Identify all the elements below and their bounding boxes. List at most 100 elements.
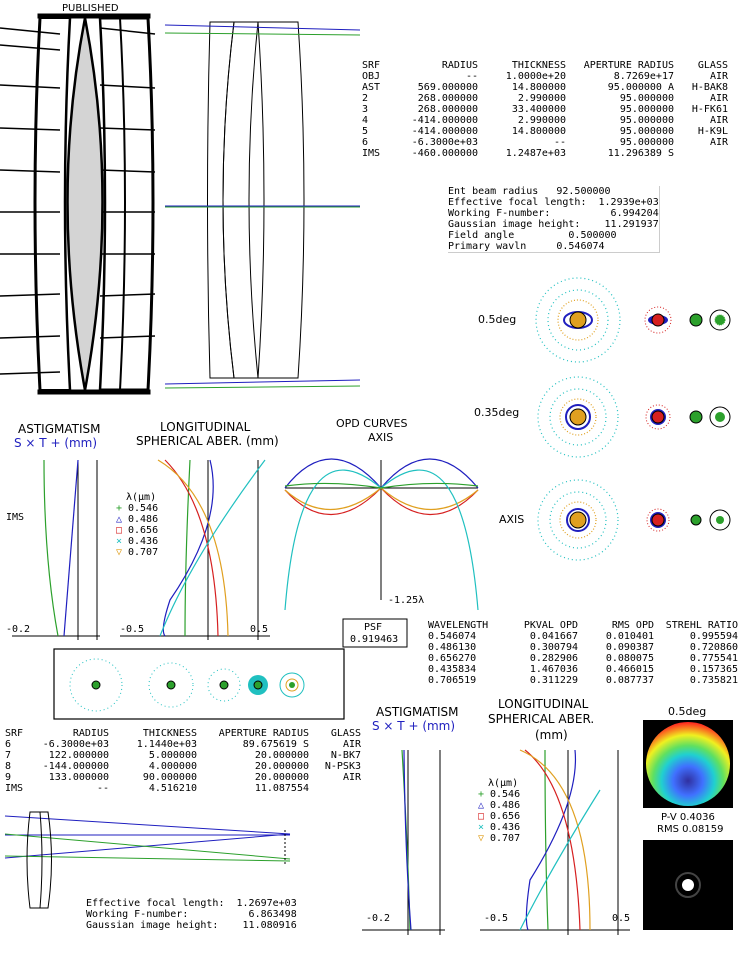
cell-pkval: 0.282906 [529,653,578,664]
legend-wavelength: 0.546 [490,789,521,800]
legend-wavelength: 0.656 [490,811,521,822]
lsa1-subtitle: SPHERICAL ABER. (mm) [136,434,279,448]
col-thickness: THICKNESS [142,728,197,739]
cell-radius: -460.000000 [411,148,478,159]
cell-thickness: 1.1440e+03 [136,739,197,750]
lsa2-tick-left: -0.5 [484,913,509,924]
spec-line: Field angle 0.500000 [448,230,617,241]
col-glass: GLASS [697,60,728,71]
cell-radius: -414.000000 [411,115,478,126]
cell-glass [674,148,728,159]
cell-strehl: 0.995594 [689,631,738,642]
wavefront-rms: RMS 0.08159 [657,824,724,835]
psf-image [643,840,733,930]
lens-assembly-drawing [0,13,156,395]
cell-glass: AIR [709,93,728,104]
cell-srf: 4 [362,115,369,126]
legend-wavelength: 0.486 [128,514,159,525]
cell-pkval: 1.467036 [529,664,578,675]
spec-line: Working F-number: 6.994204 [448,208,659,219]
astig2-title: ASTIGMATISM [376,705,459,719]
astig1-subtitle: S × T + (mm) [14,436,98,450]
col-pkval: PKVAL OPD [523,620,578,631]
lsa2-unit: (mm) [535,728,568,742]
opd-scale: -1.25λ [388,595,425,606]
cell-glass: AIR [342,772,361,783]
cell-thickness: 1.2487e+03 [505,148,566,159]
cell-strehl: 0.720860 [689,642,738,653]
legend-wavelength: 0.656 [128,525,159,536]
cell-srf: AST [362,82,381,93]
cell-aperture: 95.000000 [619,115,674,126]
lens-wireframe [164,21,361,389]
legend-wavelength: 0.486 [490,800,521,811]
cell-aperture: 11.296389 S [607,148,674,159]
cell-wavelength: 0.656270 [428,653,477,664]
wavefront-map [643,720,733,808]
cell-aperture: 95.000000 [619,126,674,137]
cell-srf: 8 [5,761,12,772]
col-thickness: THICKNESS [511,60,566,71]
lsa1-tick-right: 0.5 [250,624,269,635]
cell-rms: 0.010401 [605,631,654,642]
psf-label: PSF [364,622,383,633]
top-specs-box: Ent beam radius 92.500000 Effective foca… [448,186,660,253]
legend-wavelength: 0.436 [128,536,159,547]
cell-rms: 0.087737 [605,675,654,686]
legend-title: λ(μm) [488,778,519,789]
astigmatism-plot-2 [362,749,445,935]
spot-field-label: 0.5deg [478,313,517,326]
col-glass: GLASS [330,728,361,739]
cell-srf: OBJ [362,71,381,82]
lsa2-tick-right: 0.5 [612,913,631,924]
lsa1-tick-left: -0.5 [120,624,145,635]
legend-marker-icon: ▽ [478,833,485,844]
cell-glass: H-BAK8 [691,82,728,93]
cell-radius: 122.000000 [48,750,109,761]
col-radius: RADIUS [72,728,109,739]
cell-radius: 268.000000 [417,93,478,104]
cell-strehl: 0.775541 [689,653,738,664]
opd-title: OPD CURVES [336,417,408,430]
col-radius: RADIUS [441,60,478,71]
legend-marker-icon: □ [116,525,123,536]
cell-glass: H-K9L [697,126,728,137]
legend-item: □ 0.656 [116,525,158,536]
cell-thickness: 2.990000 [517,115,566,126]
cell-aperture: 20.000000 [254,772,309,783]
cell-rms: 0.466015 [605,664,654,675]
wavefront-field-label: 0.5deg [668,705,707,718]
cell-srf: IMS [362,148,381,159]
legend-marker-icon: □ [478,811,485,822]
legend-marker-icon: ▽ [116,547,123,558]
cell-radius: 569.000000 [417,82,478,93]
lsa-plot-1 [120,459,270,640]
cell-thickness: 14.800000 [511,82,566,93]
cell-aperture: 11.087554 [254,783,309,794]
legend-title: λ(μm) [126,492,157,503]
legend-marker-icon: △ [478,800,485,811]
cell-aperture: 95.000000 [619,104,674,115]
spec-line: Gaussian image height: 11.291937 [448,219,659,230]
col-strehl: STREHL RATIO [665,620,738,631]
cell-thickness: 90.000000 [142,772,197,783]
legend-item: □ 0.656 [478,811,520,822]
legend-item: ×0.436 [116,536,158,547]
top-prescription-table: SRF RADIUS THICKNESS APERTURE RADIUS GLA… [362,60,728,159]
cell-glass: N-PSK3 [324,761,361,772]
opd-subtitle: AXIS [368,431,394,444]
cell-glass: AIR [709,137,728,148]
col-aperture: APERTURE RADIUS [583,60,674,71]
legend-wavelength: 0.436 [490,822,521,833]
cell-radius: 133.000000 [48,772,109,783]
table-header-row: SRF RADIUS THICKNESS APERTURE RADIUS GLA… [5,728,361,739]
cell-aperture: 95.000000 [619,93,674,104]
